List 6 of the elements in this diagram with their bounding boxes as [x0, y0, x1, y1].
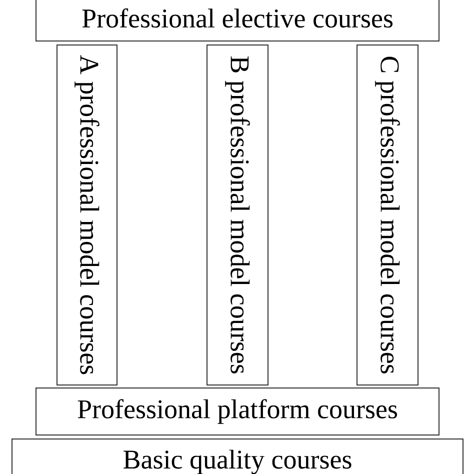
- course-band: Professional elective courses: [36, 0, 440, 42]
- pillar-box: C professional model courses: [356, 44, 418, 386]
- course-band: Professional platform courses: [36, 388, 440, 436]
- course-band: Basic quality courses: [12, 438, 464, 474]
- pillar-box: B professional model courses: [206, 44, 268, 386]
- pillar-box: A professional model courses: [56, 44, 118, 386]
